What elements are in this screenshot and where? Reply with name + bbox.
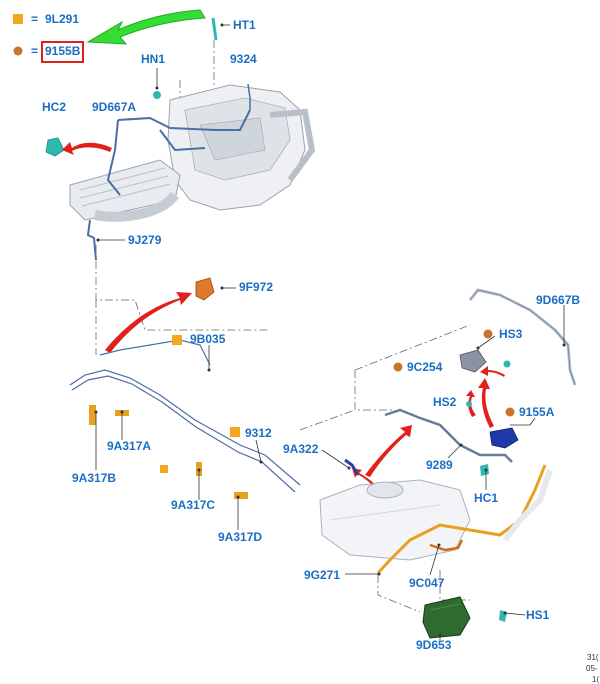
bracket-9C254 xyxy=(459,349,487,373)
highlight-box xyxy=(41,41,84,63)
label-9D653: 9D653 xyxy=(416,638,452,652)
clip-HS2 xyxy=(466,401,472,407)
label-HT1: HT1 xyxy=(233,18,256,32)
legend-circle-code: 9155B xyxy=(45,44,81,58)
legend-square-code: 9L291 xyxy=(45,12,80,26)
label-9G271: 9G271 xyxy=(304,568,341,582)
canister-9D653 xyxy=(422,596,471,639)
fuel-line-9G271 xyxy=(376,464,547,575)
label-9289: 9289 xyxy=(426,458,453,472)
label-9155A: 9155A xyxy=(519,405,555,419)
label-leaders xyxy=(95,24,565,640)
label-HN1: HN1 xyxy=(141,52,166,66)
green-pointer-arrow xyxy=(86,9,206,45)
label-HS1: HS1 xyxy=(526,608,550,622)
label-HC2: HC2 xyxy=(42,100,67,114)
clip-HS3 xyxy=(503,360,511,368)
label-HS3: HS3 xyxy=(499,327,523,341)
label-HC1: HC1 xyxy=(474,491,499,505)
label-9J279: 9J279 xyxy=(128,233,162,247)
label-9C047: 9C047 xyxy=(409,576,445,590)
legend-equals-2: = xyxy=(31,44,39,58)
ref-line-2: 05- xyxy=(586,664,598,673)
label-9A317C: 9A317C xyxy=(171,498,216,512)
ref-line-1: 31( xyxy=(587,653,599,662)
label-9A322: 9A322 xyxy=(283,442,319,456)
pump-9155A xyxy=(489,427,519,449)
label-9324: 9324 xyxy=(230,52,257,66)
legend-equals-1: = xyxy=(31,12,39,26)
ref-line-3: 1( xyxy=(592,675,600,684)
label-9312: 9312 xyxy=(245,426,272,440)
label-9A317D: 9A317D xyxy=(218,530,263,544)
label-HS2: HS2 xyxy=(433,395,457,409)
engine-assembly xyxy=(45,17,316,261)
label-9B035: 9B035 xyxy=(190,332,226,346)
harness-9289 xyxy=(384,408,513,463)
label-9D667A: 9D667A xyxy=(92,100,137,114)
vent-line xyxy=(502,469,553,542)
label-9C254: 9C254 xyxy=(407,360,443,374)
fuel-tank xyxy=(319,479,471,561)
clip-parts xyxy=(89,277,248,499)
rail-9D667B-edge xyxy=(469,289,576,386)
fuel-line-9C047 xyxy=(429,539,464,552)
label-9A317B: 9A317B xyxy=(72,471,117,485)
label-9A317A: 9A317A xyxy=(107,439,152,453)
legend-square-marker xyxy=(13,14,23,24)
label-9D667B: 9D667B xyxy=(536,293,581,307)
label-9F972: 9F972 xyxy=(239,280,274,294)
harness-9A322 xyxy=(344,458,360,476)
fuel-tubes xyxy=(69,339,301,493)
legend-circle-marker xyxy=(13,46,23,56)
